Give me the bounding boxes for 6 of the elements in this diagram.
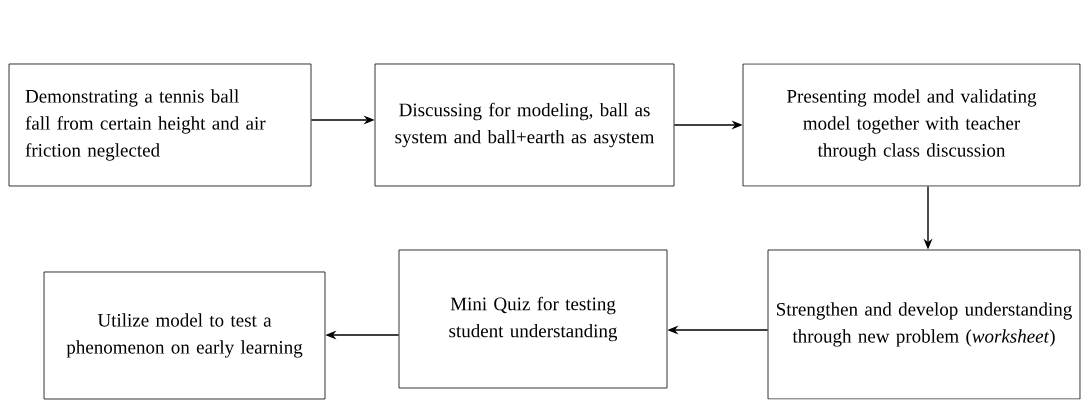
- process-box: Discussing for modeling, ball as system and ball+earth as asystem: [374, 63, 675, 187]
- process-box: Presenting model and validating model together with teacher through class discussion: [742, 63, 1081, 187]
- process-box: Utilize model to test a phenomenon on early learning: [43, 271, 326, 400]
- process-box: Mini Quiz for testing student understanding: [398, 249, 668, 389]
- process-box: Demonstrating a tennis ball fall from certain height and air friction neglected: [8, 63, 312, 187]
- process-box: Strengthen and develop understanding through new problem (worksheet): [767, 249, 1081, 400]
